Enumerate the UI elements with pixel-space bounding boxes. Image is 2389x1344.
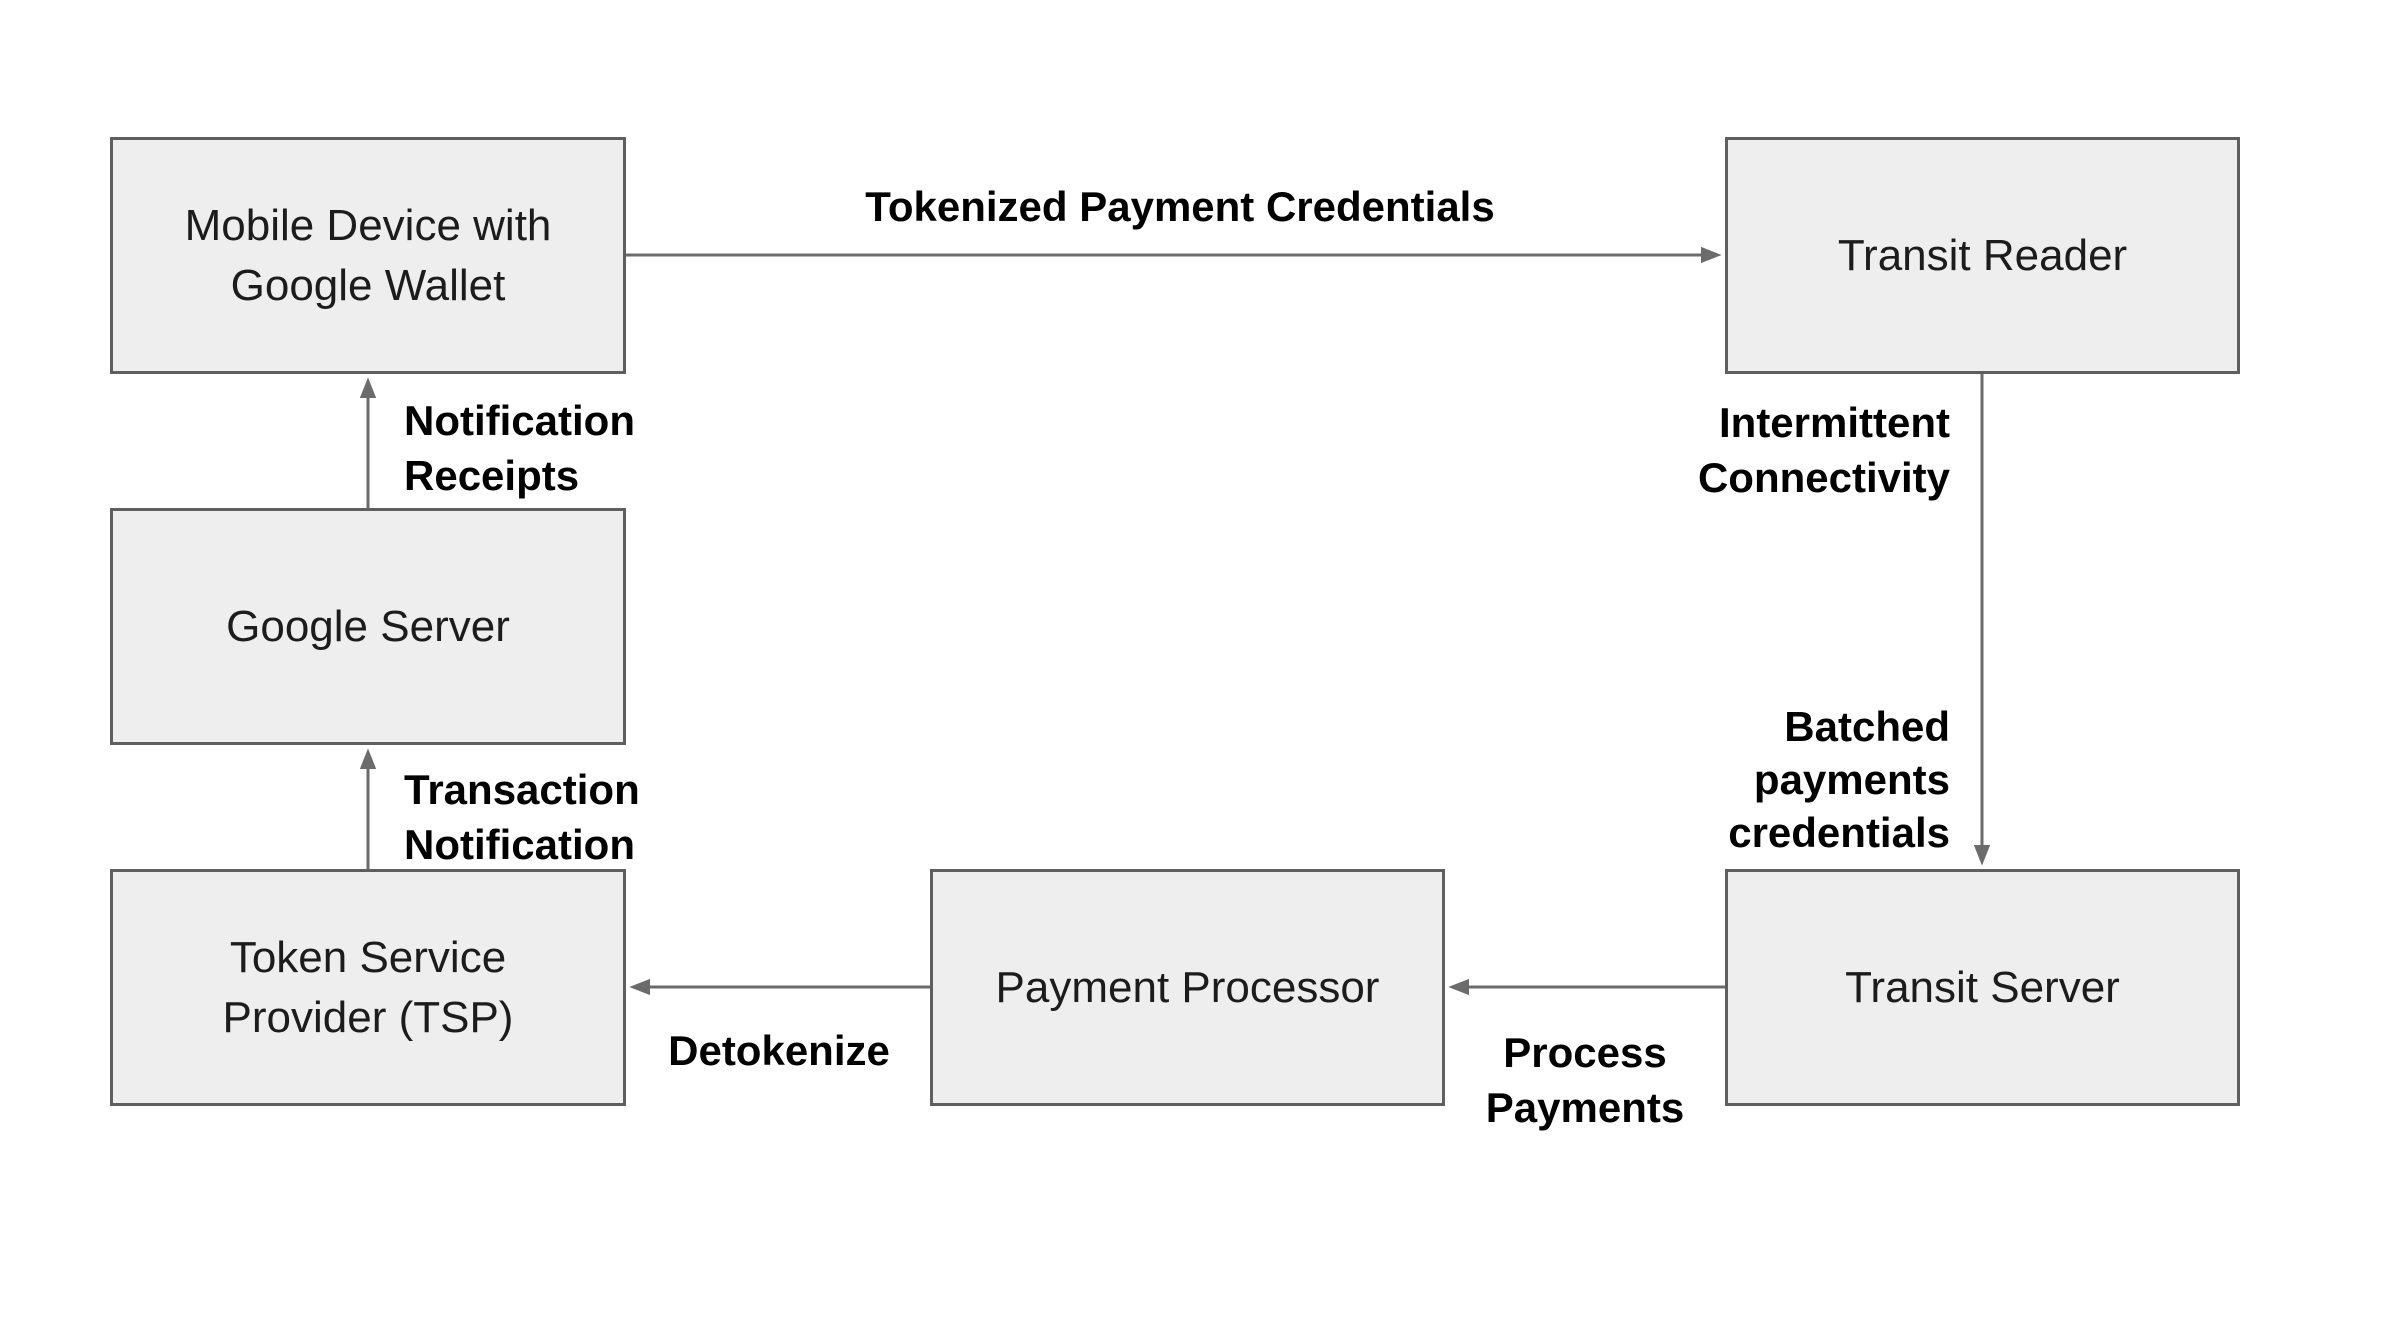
edge-label-process-payments: Process Payments	[1485, 1029, 1685, 1131]
node-payment-processor-label: Payment Processor	[995, 962, 1380, 1012]
node-mobile-device: Mobile Device with Google Wallet	[110, 137, 626, 374]
node-token-service-provider: Token Service Provider (TSP)	[110, 869, 626, 1106]
node-google-server: Google Server	[110, 508, 626, 745]
edge-label-transaction-notification: Transaction Notification	[404, 766, 640, 868]
edge-label-intermittent-connectivity: Intermittent Connectivity	[1697, 399, 1950, 501]
edge-label-notification-receipts: Notification Receipts	[404, 397, 635, 499]
edge-label-batched-payments-credentials: Batched payments credentials	[1728, 703, 1950, 856]
node-google-server-label: Google Server	[226, 601, 510, 651]
node-transit-reader: Transit Reader	[1725, 137, 2240, 374]
edge-label-detokenize: Detokenize	[668, 1027, 890, 1074]
node-mobile-device-label: Mobile Device with Google Wallet	[184, 200, 552, 310]
edge-label-tokenized-payment-credentials: Tokenized Payment Credentials	[865, 183, 1495, 230]
node-token-service-provider-label: Token Service Provider (TSP)	[222, 932, 514, 1042]
node-transit-server: Transit Server	[1725, 869, 2240, 1106]
node-payment-processor: Payment Processor	[930, 869, 1445, 1106]
node-transit-server-label: Transit Server	[1845, 962, 2120, 1012]
node-transit-reader-label: Transit Reader	[1837, 230, 2128, 280]
